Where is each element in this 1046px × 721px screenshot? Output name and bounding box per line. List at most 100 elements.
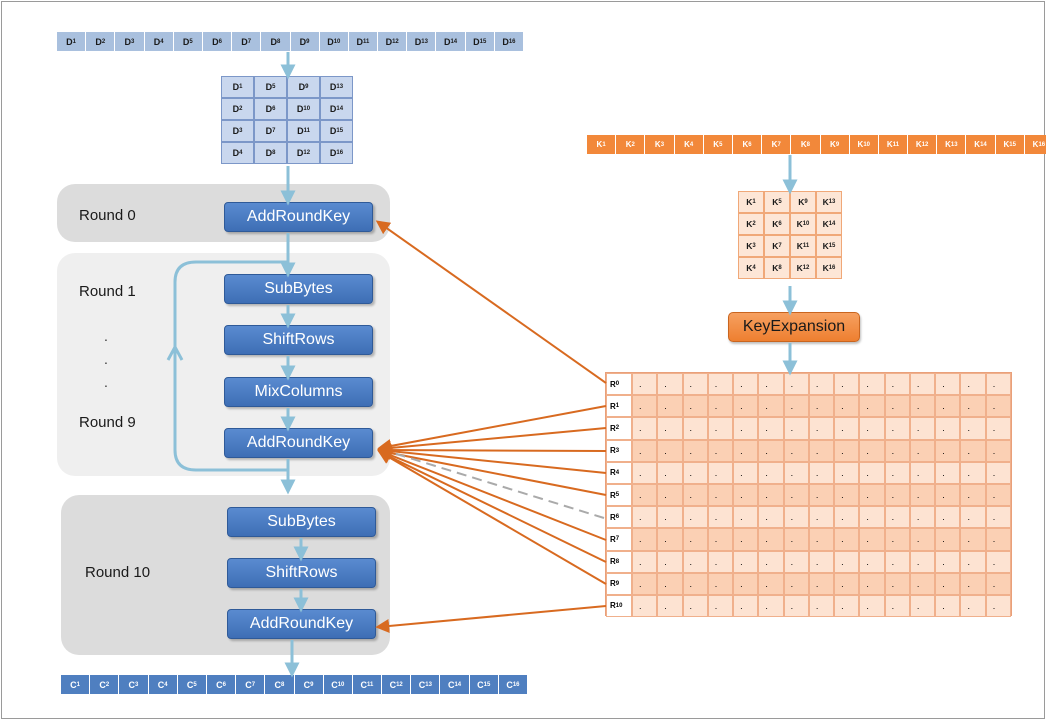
round-key-cell: . — [859, 572, 885, 595]
mix-columns-step: MixColumns — [224, 377, 373, 407]
round-key-cell: . — [707, 572, 734, 595]
round-key-cell: . — [808, 439, 835, 462]
round-key-cell: . — [707, 395, 734, 418]
round-key-cell: . — [985, 395, 1011, 418]
round-key-cell: . — [758, 461, 784, 484]
round-key-cell: . — [960, 528, 986, 551]
round-key-cell: . — [758, 528, 784, 551]
round-key-cell: . — [657, 439, 683, 462]
round-key-cell: . — [682, 439, 708, 462]
ellipsis-dot: . — [104, 328, 108, 344]
round-key-cell: . — [783, 373, 809, 396]
round-key-cell: . — [859, 461, 885, 484]
round-key-cell: . — [632, 550, 658, 573]
shift-rows-step: ShiftRows — [224, 325, 373, 355]
sub-bytes-step: SubBytes — [224, 274, 373, 304]
round-key-cell: . — [884, 572, 910, 595]
round-key-cell: . — [859, 483, 885, 507]
round-key-cell: . — [707, 439, 734, 462]
round-key-cell: . — [808, 373, 835, 396]
round-key-cell: . — [783, 395, 809, 418]
round-key-cell: . — [733, 528, 759, 551]
round-key-cell: . — [834, 594, 860, 618]
round-key-cell: . — [758, 550, 784, 573]
round-key-cell: . — [682, 506, 708, 529]
round-key-cell: . — [884, 395, 910, 418]
round-key-cell: . — [909, 373, 936, 396]
round-key-cell: . — [632, 594, 658, 618]
round-key-cell: . — [733, 417, 759, 440]
final-sub-bytes-step: SubBytes — [227, 507, 376, 537]
round-key-cell: . — [682, 417, 708, 440]
round-key-cell: . — [783, 439, 809, 462]
round-key-cell: . — [783, 594, 809, 618]
round-key-cell: . — [935, 594, 961, 618]
ellipsis-dot: . — [104, 351, 108, 367]
round-key-cell: . — [733, 439, 759, 462]
round-9-add-round-key: AddRoundKey — [224, 428, 373, 458]
round-key-cell: . — [657, 417, 683, 440]
round-key-cell: . — [960, 439, 986, 462]
round-key-cell: . — [985, 528, 1011, 551]
round-key-cell: . — [960, 417, 986, 440]
round-key-cell: . — [758, 417, 784, 440]
round-key-cell: . — [682, 395, 708, 418]
round-key-cell: . — [909, 528, 936, 551]
round-key-cell: . — [884, 506, 910, 529]
round-key-cell: . — [682, 461, 708, 484]
round-key-cell: . — [808, 483, 835, 507]
round-key-cell: . — [909, 395, 936, 418]
round-key-cell: . — [834, 461, 860, 484]
round-key-cell: . — [985, 594, 1011, 618]
round-key-cell: . — [733, 373, 759, 396]
round-key-cell: . — [632, 528, 658, 551]
round-key-cell: . — [859, 506, 885, 529]
round-1-label: Round 1 — [79, 283, 136, 300]
round-key-cell: . — [783, 483, 809, 507]
round-key-cell: . — [707, 594, 734, 618]
ellipsis-dot: . — [104, 374, 108, 390]
round-key-cell: . — [859, 373, 885, 396]
round-key-cell: . — [960, 483, 986, 507]
round-key-cell: . — [657, 506, 683, 529]
round-9-label: Round 9 — [79, 414, 136, 431]
round-key-cell: . — [960, 373, 986, 396]
round-key-cell: . — [985, 506, 1011, 529]
round-key-cell: . — [859, 417, 885, 440]
round-key-cell: . — [834, 373, 860, 396]
